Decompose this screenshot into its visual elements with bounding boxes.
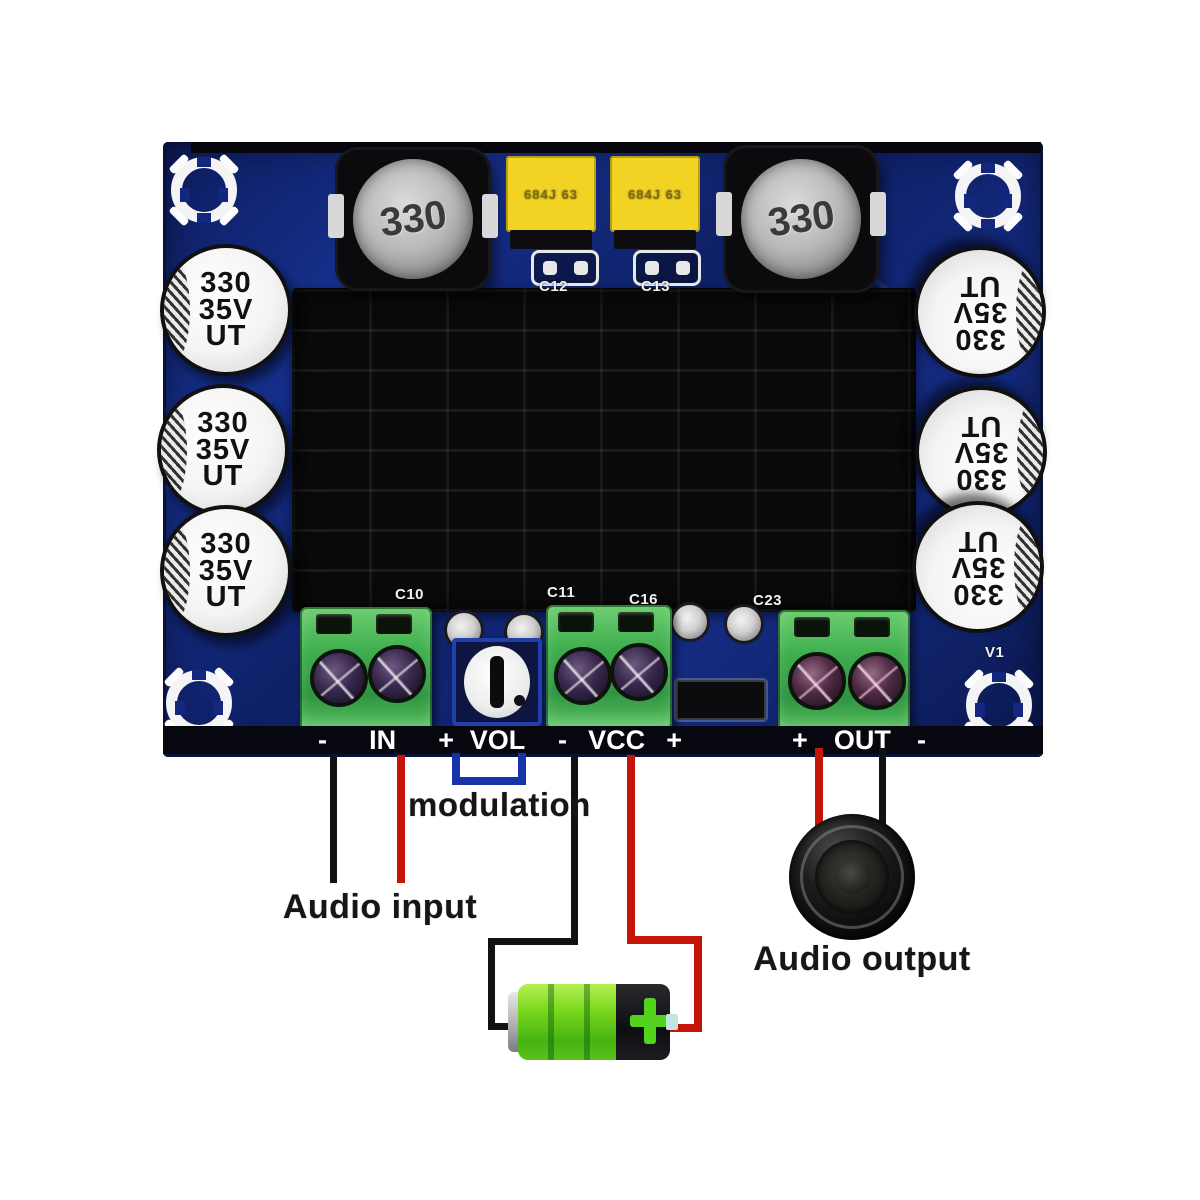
film-capacitor: 684J 63 <box>610 156 700 249</box>
terminal-label-band <box>163 726 1043 754</box>
electrolytic-capacitor: 330 35V UT <box>914 246 1046 378</box>
terminal-block-vcc <box>546 605 672 730</box>
wire-vcc-plus <box>627 755 635 943</box>
silkscreen-label-c16: C16 <box>629 591 659 608</box>
wire-audio-in-minus <box>330 755 337 883</box>
smd-capacitor <box>670 602 710 642</box>
mounting-hole-top-right <box>952 159 1024 233</box>
speaker <box>789 814 915 940</box>
wire-audio-out-minus <box>879 748 886 832</box>
smd-capacitor <box>724 604 764 644</box>
silkscreen-label-c10: C10 <box>395 586 425 603</box>
wire-vcc-plus <box>694 936 702 1032</box>
electrolytic-capacitor: 330 35V UT <box>157 384 289 516</box>
speaker-rim <box>800 825 904 929</box>
wire-vcc-plus <box>666 1024 702 1032</box>
silkscreen-label-c13: C13 <box>641 278 671 295</box>
terminal-label-out: + OUT - <box>792 724 926 755</box>
wire-modulation-bracket <box>452 753 526 785</box>
silkscreen-label-c12: C12 <box>539 278 569 295</box>
terminal-label-in: - IN + <box>318 724 454 755</box>
smd-diode <box>676 680 766 720</box>
amplifier-board: 330 35V UT 330 35V UT 330 35V UT 330 35V… <box>157 142 1047 757</box>
wire-vcc-minus <box>571 755 578 945</box>
audio-input-label: Audio input <box>282 888 478 926</box>
wire-vcc-minus <box>488 1023 516 1030</box>
film-capacitor: 684J 63 <box>506 156 596 249</box>
wire-audio-out-plus <box>815 748 823 828</box>
mounting-hole-top-left <box>168 153 240 227</box>
battery-body <box>518 984 618 1060</box>
board-top-edge <box>191 142 1041 153</box>
terminal-label-vcc: - VCC + <box>558 724 682 755</box>
battery-plus-icon <box>630 998 668 1044</box>
electrolytic-capacitor: 330 35V UT <box>912 501 1044 633</box>
solder-pad-outline <box>633 250 701 286</box>
battery-terminal-nub <box>666 1014 678 1030</box>
audio-output-label: Audio output <box>753 940 971 978</box>
speaker-dust-cap <box>835 858 871 894</box>
electrolytic-capacitor: 330 35V UT <box>915 386 1047 518</box>
modulation-label: modulation <box>408 786 591 823</box>
wire-vcc-minus <box>488 938 578 945</box>
wire-vcc-plus <box>627 936 702 944</box>
wire-audio-in-plus <box>397 755 405 883</box>
inductor: 330 <box>716 148 886 290</box>
terminal-block-audio-in <box>300 607 432 733</box>
volume-trimmer <box>452 638 542 726</box>
battery <box>508 984 678 1060</box>
silkscreen-label-c11: C11 <box>547 584 576 601</box>
terminal-label-vol: VOL <box>469 724 526 755</box>
terminal-block-audio-out <box>778 610 910 735</box>
heatsink <box>292 288 916 612</box>
electrolytic-capacitor: 330 35V UT <box>160 505 292 637</box>
silkscreen-label-v1: V1 <box>985 644 1005 661</box>
inductor: 330 <box>328 150 498 288</box>
silkscreen-label-c23: C23 <box>753 592 783 609</box>
electrolytic-capacitor: 330 35V UT <box>160 244 292 376</box>
solder-pad-outline <box>531 250 599 286</box>
wire-vcc-minus <box>488 938 495 1030</box>
